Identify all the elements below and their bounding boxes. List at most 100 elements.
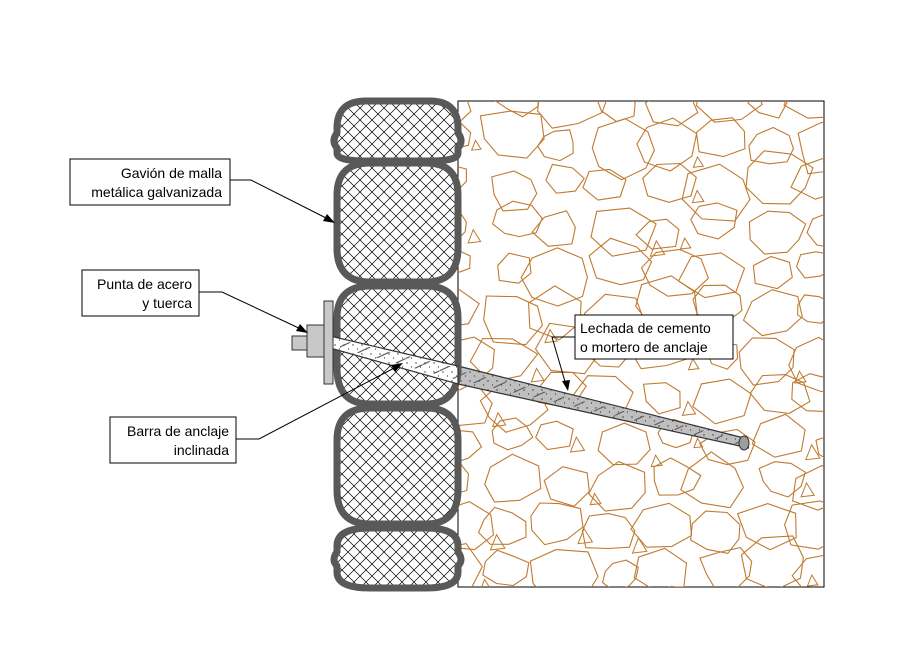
rock-fragment [695, 117, 746, 158]
callout-nut-line2: y tuerca [142, 295, 192, 311]
callout-nut: Punta de acero y tuerca [81, 269, 308, 333]
rock-chip [841, 399, 855, 414]
rock-chip [695, 610, 707, 622]
rock-chip [693, 437, 704, 449]
rock-fragment [694, 590, 735, 628]
rock-fragment [545, 163, 585, 194]
rock-chip [832, 315, 841, 324]
rock-fragment [458, 211, 467, 241]
rock-chip [692, 155, 705, 168]
rock-fragment [601, 101, 636, 123]
callout-gabion-arrow [323, 214, 335, 223]
rock-fragment [783, 101, 824, 119]
rock-mass [449, 100, 862, 645]
rock-fragment [482, 549, 530, 587]
callout-bar: Barra de anclaje inclinada [109, 363, 403, 464]
rock-chip [569, 435, 586, 453]
callout-grout-line2: o mortero de anclaje [580, 339, 708, 355]
callout-grout-leader [551, 336, 575, 386]
rock-fragment [537, 129, 574, 162]
callout-gabion-line2: metálica galvanizada [91, 184, 222, 200]
rock-chip [851, 453, 862, 465]
rock-fragment [479, 110, 545, 159]
rock-fragment [642, 382, 681, 415]
rock-fragment [681, 163, 751, 222]
rock-fragment [591, 118, 655, 181]
rock-fragment [751, 413, 806, 458]
rock-fragment [458, 459, 470, 494]
rock-fragment [483, 295, 544, 346]
rock-fragment [746, 101, 788, 119]
rock-fragment [477, 506, 527, 545]
rock-fragment [597, 422, 651, 466]
rock-chip [631, 536, 648, 554]
rock-fragment [635, 218, 680, 250]
rock-chip [794, 369, 807, 384]
rock-fragment [581, 513, 636, 550]
callout-bar-leader [236, 365, 399, 440]
rock-fragment [797, 121, 824, 175]
rock-chip [679, 236, 692, 250]
callout-bar-line1: Barra de anclaje [127, 423, 229, 439]
rock-fragment [630, 502, 692, 548]
rock-fragment [806, 213, 824, 247]
rock-chip [525, 615, 540, 631]
rock-fragment [599, 597, 649, 633]
anchor-bar-end [738, 435, 750, 451]
rock-chip [645, 624, 658, 638]
rock-fragment [458, 122, 472, 149]
rock-fragment [535, 420, 574, 451]
rock-fragment [748, 126, 794, 165]
rock-fragment [642, 162, 697, 203]
callout-gabion-line1: Gavión de malla [121, 165, 222, 181]
rock-chip [530, 367, 545, 383]
rock-fragment [491, 417, 534, 451]
rock-chip [480, 578, 490, 587]
callout-grout-arrow [562, 380, 570, 391]
rock-fragment [783, 593, 850, 645]
bolt-tip [291, 335, 308, 351]
rock-fragment [791, 554, 824, 587]
rock-fragment [640, 248, 710, 297]
rock-fragment [736, 503, 797, 551]
rock-fragment [668, 585, 682, 587]
rock-chip [844, 582, 859, 598]
rock-fragment [644, 101, 699, 127]
rock-fragment [745, 150, 814, 205]
rock-fragment [458, 500, 495, 551]
rock-chip [544, 328, 559, 344]
rock-fragment [738, 337, 795, 386]
rock-chip [467, 228, 482, 244]
anchor-bar-in-gabion [329, 335, 459, 385]
anchor-bar-twist-gabion [340, 340, 458, 380]
rock-fragment [791, 464, 824, 511]
rock-fragment [740, 535, 804, 587]
rock-chip [470, 139, 482, 151]
rock-fragment [449, 589, 485, 623]
rock-chip [681, 400, 697, 416]
rock-fragment [533, 591, 585, 624]
rock-fragment [749, 374, 811, 414]
rock-fragment [491, 200, 543, 238]
callout-nut-leader [199, 291, 304, 331]
rock-fragment [695, 101, 763, 123]
rock-fragment [520, 247, 588, 307]
rock-fragment [458, 288, 480, 326]
callout-bar-arrow [391, 363, 403, 372]
rock-fragment [742, 591, 804, 637]
rock-fragment [742, 289, 803, 337]
rock-fragment [752, 255, 793, 290]
rock-fragment [543, 466, 590, 507]
rock-fragment [690, 202, 738, 240]
rock-fragment [537, 101, 603, 129]
rock-chip [805, 443, 821, 461]
rock-fragment [784, 500, 824, 550]
callout-bar-line2: inclinada [174, 442, 229, 458]
rock-fragment [791, 373, 824, 412]
gabion-unit [330, 97, 465, 165]
callout-nut-line1: Punta de acero [97, 276, 192, 292]
callout-nut-box [81, 269, 200, 317]
rock-fragment [484, 453, 542, 503]
rock-fragment [530, 502, 584, 546]
